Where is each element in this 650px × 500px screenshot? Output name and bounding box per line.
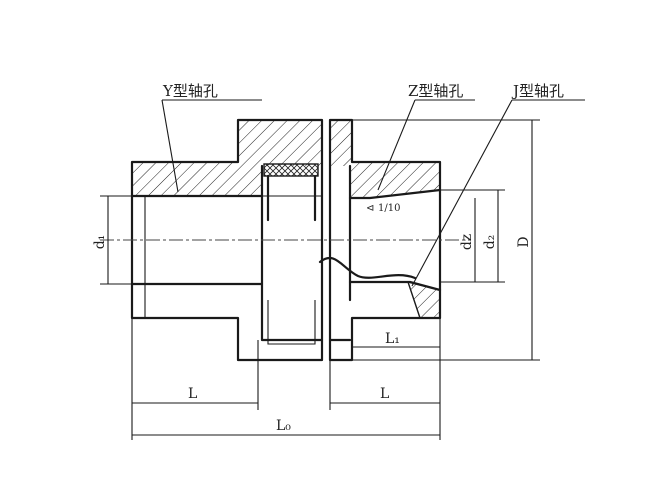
elastic-spider [263, 163, 319, 345]
d2-label: d₂ [482, 235, 498, 250]
j-bore-section [406, 281, 441, 319]
dimensions [100, 119, 540, 440]
right-hub [318, 118, 442, 362]
L1-label: L₁ [385, 331, 400, 347]
left-hub [130, 118, 324, 362]
left-hub-outline [130, 118, 324, 362]
taper-label: 1/10 [378, 203, 400, 214]
L-right-label: L [380, 386, 389, 402]
left-hub-section [132, 120, 322, 196]
y-bore-label: Y型轴孔 [162, 82, 218, 100]
j-bore-label: J型轴孔 [511, 82, 564, 100]
L-left-label: L [188, 386, 197, 402]
taper-symbol: ⊲ [366, 203, 374, 214]
leaders [161, 99, 585, 287]
d1-label: d₁ [92, 235, 108, 250]
D-label: D [516, 236, 532, 247]
right-hub-section [330, 120, 440, 198]
dz-label: dz [459, 234, 475, 250]
spider-section [263, 163, 319, 177]
z-bore-label: Z型轴孔 [408, 82, 463, 100]
L0-label: L₀ [276, 418, 291, 434]
